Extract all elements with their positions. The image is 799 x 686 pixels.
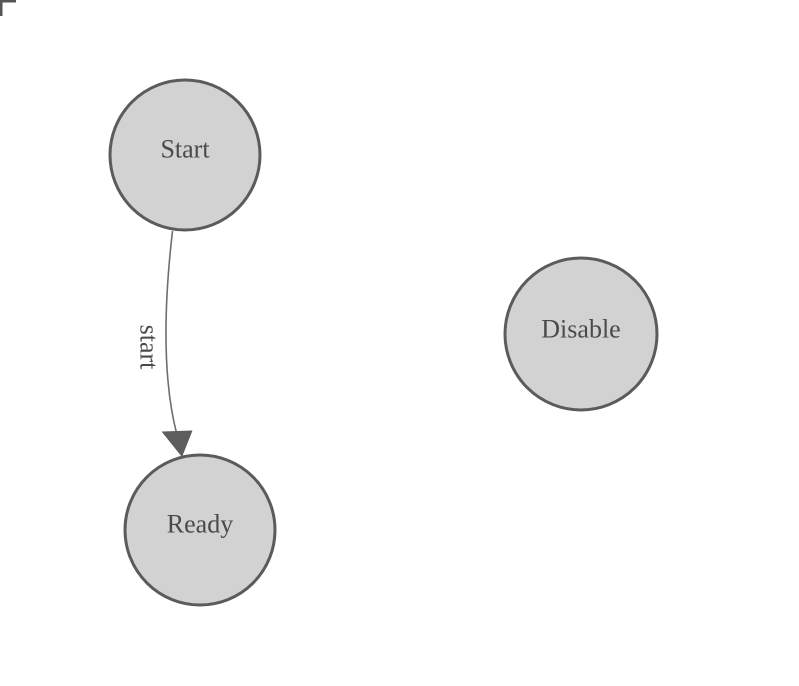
canvas-corner-mark: [0, 0, 16, 16]
state-label-ready: Ready: [167, 510, 233, 539]
state-label-disable: Disable: [541, 315, 620, 344]
state-node-start[interactable]: Start: [108, 78, 262, 232]
transition-start-to-ready[interactable]: start: [135, 230, 193, 457]
transition-curve[interactable]: [165, 230, 178, 434]
arrowhead-icon: [161, 430, 193, 457]
state-circle-start[interactable]: [108, 78, 262, 232]
state-circle-ready[interactable]: [123, 453, 277, 607]
state-circle-disable[interactable]: [503, 256, 659, 412]
state-label-start: Start: [160, 135, 210, 164]
transition-label[interactable]: start: [135, 325, 164, 371]
state-node-disable[interactable]: Disable: [503, 256, 659, 412]
state-node-ready[interactable]: Ready: [123, 453, 277, 607]
